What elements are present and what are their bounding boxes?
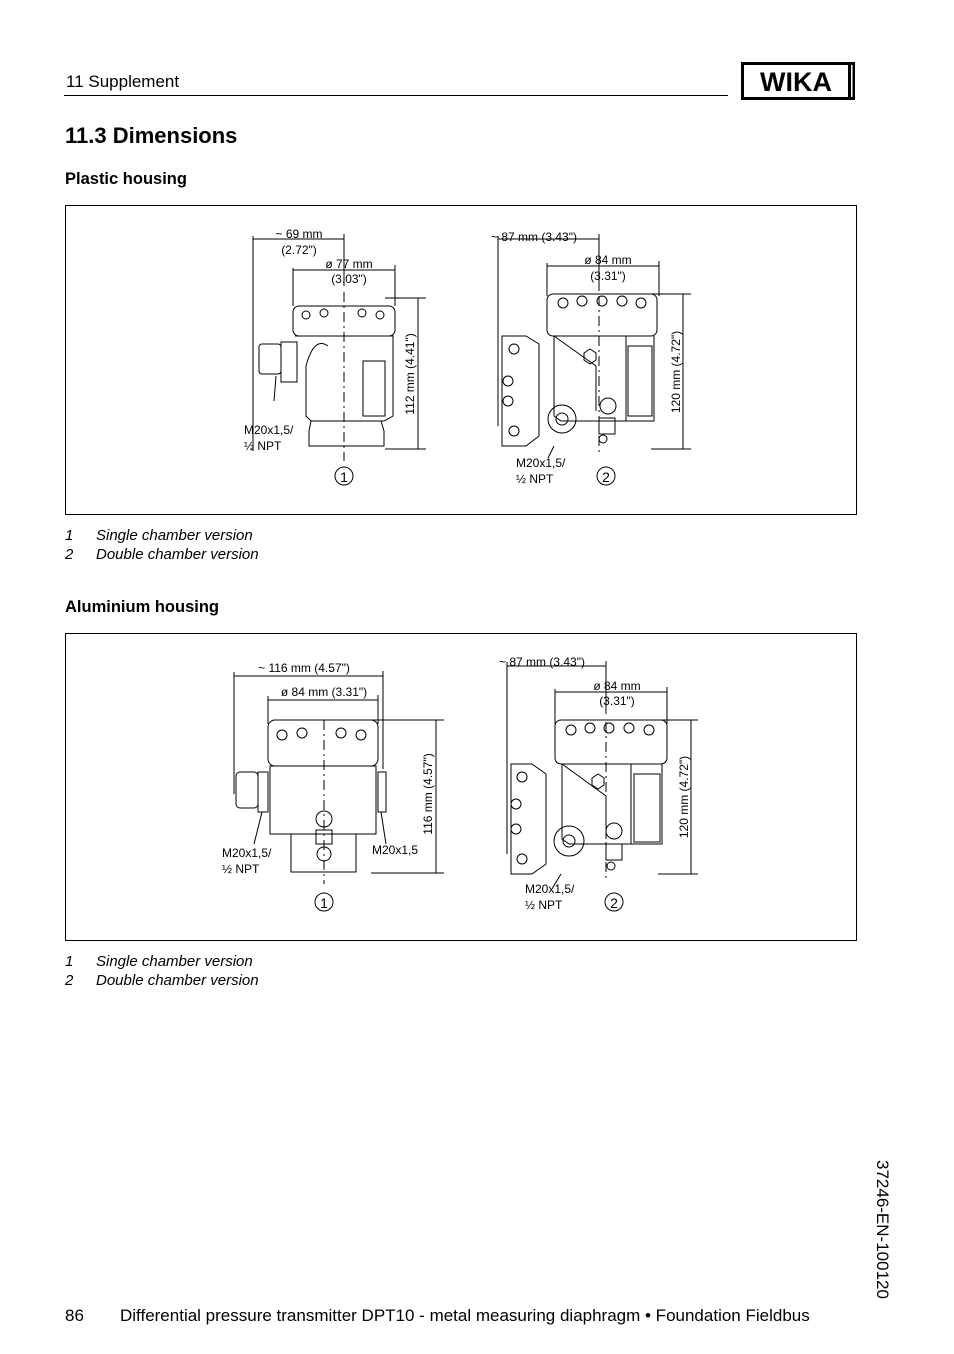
p2-thread-label-1: M20x1,5/ — [516, 456, 566, 470]
p1-width-inch-label: (2.72") — [281, 243, 317, 257]
legend-number: 1 — [65, 527, 74, 544]
p1-thread-label-1: M20x1,5/ — [244, 423, 294, 437]
p1-width-label: ~ 69 mm — [275, 227, 322, 241]
p2-diameter-inch-label: (3.31") — [590, 269, 626, 283]
legend-text: Single chamber version — [96, 527, 253, 544]
aluminium-housing-title: Aluminium housing — [65, 598, 219, 616]
p1-height-label: 112 mm (4.41") — [403, 333, 417, 414]
legend-item: 2 Double chamber version — [65, 546, 259, 565]
p1-diameter-label: ø 77 mm — [325, 257, 372, 271]
p2-thread-label-2: ½ NPT — [516, 472, 554, 486]
legend-text: Double chamber version — [96, 546, 259, 563]
section-title: 11.3 Dimensions — [65, 123, 238, 148]
a2-diameter-label: ø 84 mm — [593, 679, 640, 693]
legend-number: 1 — [65, 953, 74, 970]
aluminium-housing-figure: ~ 116 mm (4.57") ø 84 mm (3.31") 116 mm … — [65, 633, 857, 941]
a2-height-label: 120 mm (4.72") — [677, 756, 691, 838]
a1-thread-label-1: M20x1,5/ — [222, 846, 272, 860]
legend-item: 1 Single chamber version — [65, 953, 259, 972]
footer-text: Differential pressure transmitter DPT10 … — [120, 1306, 810, 1325]
legend-number: 2 — [65, 972, 74, 989]
wika-logo: WIKA — [741, 62, 855, 100]
a1-height-label: 116 mm (4.57") — [421, 753, 435, 834]
a1-marker: 1 — [320, 895, 328, 911]
a2-width-label: ~ 87 mm (3.43") — [499, 655, 585, 669]
running-header: 11 Supplement — [66, 72, 180, 91]
a2-marker: 2 — [610, 895, 618, 911]
legend-number: 2 — [65, 546, 74, 563]
page-footer: 86 Differential pressure transmitter DPT1… — [65, 1306, 810, 1326]
logo-text: WIKA — [760, 67, 832, 97]
legend-item: 1 Single chamber version — [65, 527, 259, 546]
a1-thread-label-2: ½ NPT — [222, 862, 260, 876]
p2-marker: 2 — [602, 469, 610, 485]
p2-height-label: 120 mm (4.72") — [669, 331, 683, 413]
p1-diameter-inch-label: (3.03") — [331, 272, 367, 286]
plastic-housing-figure: ~ 69 mm (2.72") ø 77 mm (3.03") 112 mm (… — [65, 205, 857, 515]
a1-diameter-label: ø 84 mm (3.31") — [281, 685, 367, 699]
legend-text: Double chamber version — [96, 972, 259, 989]
legend-item: 2 Double chamber version — [65, 972, 259, 991]
plastic-housing-drawing: ~ 69 mm (2.72") ø 77 mm (3.03") 112 mm (… — [244, 227, 691, 486]
p1-thread-label-2: ½ NPT — [244, 439, 282, 453]
a2-thread-label-2: ½ NPT — [525, 898, 563, 912]
aluminium-housing-drawing: ~ 116 mm (4.57") ø 84 mm (3.31") 116 mm … — [222, 655, 698, 912]
a2-diameter-inch-label: (3.31") — [599, 694, 635, 708]
header-rule — [64, 95, 728, 96]
aluminium-legend: 1 Single chamber version 2 Double chamber … — [65, 953, 259, 991]
p2-diameter-label: ø 84 mm — [584, 253, 631, 267]
legend-text: Single chamber version — [96, 953, 253, 970]
a1-thread-right-label: M20x1,5 — [372, 843, 418, 857]
plastic-legend: 1 Single chamber version 2 Double chamber … — [65, 527, 259, 565]
p1-marker: 1 — [340, 469, 348, 485]
p2-width-label: ~ 87 mm (3.43") — [491, 230, 577, 244]
a1-width-label: ~ 116 mm (4.57") — [258, 661, 350, 675]
plastic-housing-title: Plastic housing — [65, 170, 187, 188]
a2-thread-label-1: M20x1,5/ — [525, 882, 575, 896]
page-number: 86 — [65, 1306, 84, 1325]
document-code: 37246-EN-100120 — [873, 1160, 892, 1299]
